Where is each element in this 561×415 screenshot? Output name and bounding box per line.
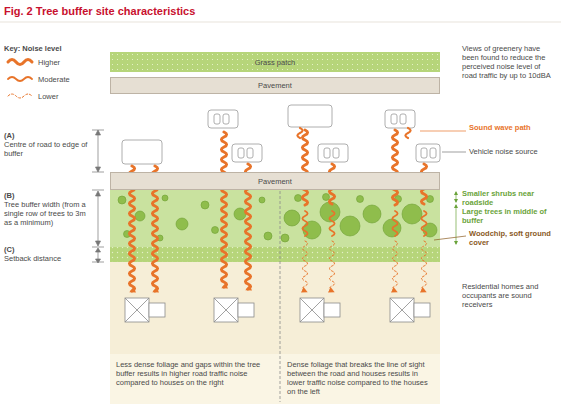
sound-wave: [302, 241, 307, 291]
dimension-label: Tree buffer width (from a single row of …: [4, 200, 90, 227]
legend-text: Higher: [38, 58, 102, 67]
divider: [280, 186, 281, 402]
callout-label: Smaller shrubs near roadside: [462, 189, 556, 207]
note-text: Dense foliage that breaks the line of si…: [287, 360, 437, 396]
band-label: Pavement: [258, 81, 292, 90]
setback-strip: [110, 247, 440, 262]
sound-wave: [392, 130, 397, 205]
sound-wave: [329, 211, 334, 236]
callout-label: Sound wave path: [469, 123, 555, 132]
note-text: Views of greenery have been found to red…: [462, 44, 556, 80]
dimension-label: Setback distance: [4, 254, 90, 263]
sound-wave: [421, 241, 426, 291]
sound-wave: [297, 128, 302, 138]
sound-wave: [329, 241, 334, 291]
band-label: Grass patch: [255, 58, 295, 67]
legend-samples: [8, 60, 32, 99]
road: [110, 94, 440, 172]
grass-band: Grass patch: [110, 52, 440, 72]
callout-label: Residential homes and occupants are soun…: [462, 282, 556, 309]
callout-letter: (C): [4, 245, 90, 254]
dimension-brackets: [92, 130, 104, 263]
sound-wave: [392, 241, 397, 291]
note-text: Less dense foliage and gaps within the t…: [116, 360, 274, 387]
note-panel: [110, 354, 440, 404]
pavement-band: Pavement: [110, 77, 440, 94]
pavement-band: Pavement: [110, 172, 440, 190]
title-rule: [0, 22, 561, 23]
figure-title: Fig. 2 Tree buffer site characteristics: [4, 5, 404, 18]
sound-wave: [302, 130, 307, 205]
sound-waves: [129, 128, 426, 291]
houses: [125, 298, 430, 322]
callout-label: Vehicle noise source: [469, 147, 555, 156]
legend-heading: Key: Noise level: [4, 44, 104, 53]
sound-wave: [405, 128, 410, 138]
residential-area: [110, 262, 440, 354]
callout-label: Woodchip, soft ground cover: [469, 229, 555, 247]
sound-wave: [302, 211, 307, 236]
sound-wave: [221, 132, 226, 287]
callout-letter: (A): [4, 131, 90, 140]
dimension-label: Centre of road to edge of buffer: [4, 140, 90, 158]
callout-letter: (B): [4, 191, 90, 200]
band-label: Pavement: [258, 177, 292, 186]
trees: [118, 194, 437, 243]
callout-label: Large trees in middle of buffer: [462, 207, 556, 225]
tree-buffer: [110, 190, 440, 247]
legend-text: Lower: [38, 92, 102, 101]
sound-wave: [421, 211, 426, 236]
legend-text: Moderate: [38, 75, 102, 84]
sound-wave: [392, 211, 397, 236]
